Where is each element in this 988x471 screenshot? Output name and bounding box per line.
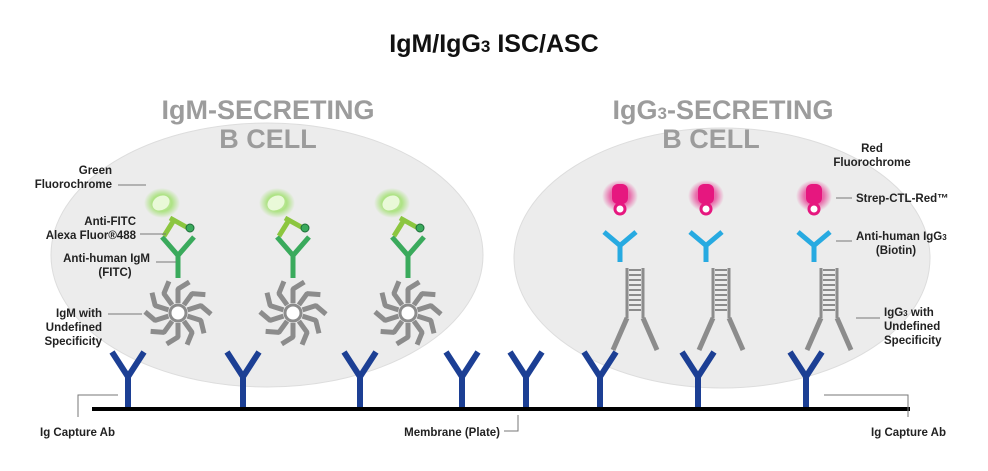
streptavidin [807,202,821,216]
leader-lines [77,184,909,432]
right-cell-heading-line2: B CELL [662,124,760,154]
capture-antibodies [109,350,825,407]
left-cell-heading-line1: IgM-SECRETING [162,95,375,125]
right-cell-heading-line1: IgG3-SECRETING [613,95,834,125]
anti-human-igg3-biotin [602,230,638,262]
igg3-antibody [696,316,746,352]
igm-complexes [143,188,443,347]
igm-pentamer [373,279,443,347]
label-anti-human-igg3: Anti-human IgG3(Biotin) [856,231,947,257]
capture-antibody [679,350,717,407]
fitc-bead [300,223,310,233]
capture-antibody [581,350,619,407]
capture-antibody [443,350,481,407]
anti-human-igm-fitc [160,235,196,278]
streptavidin [699,202,713,216]
title-subscript: 3 [481,37,490,56]
igm-pentamer [258,279,328,347]
green-fluorochrome [267,195,285,211]
capture-antibody [109,350,147,407]
right-heading-subscript: 3 [658,104,667,123]
red-fluorochrome [698,184,714,204]
igg3-detection-complex [796,180,854,352]
igm-detection-complex [143,188,213,347]
capture-antibody [224,350,262,407]
fitc-bead [415,223,425,233]
igm-pentamer [143,279,213,347]
fitc-bead [185,223,195,233]
anti-human-igm-fitc [390,235,426,278]
anti-human-igg3-biotin [796,230,832,262]
left-cell-heading-line2: B CELL [219,124,317,154]
igg3-detection-complex [602,180,660,352]
label-ig-capture-left: Ig Capture Ab [40,427,115,439]
label-anti-human-igm: Anti-human IgM(FITC) [63,253,150,279]
igg3-detection-complex [688,180,746,352]
capture-antibody [787,350,825,407]
label-strep-ctl-red: Strep-CTL-Red™ [856,193,949,205]
label-ig-capture-right: Ig Capture Ab [871,427,946,439]
igg3-antibody [610,316,660,352]
diagram-title: IgM/IgG3 ISC/ASC [389,30,598,58]
capture-antibody [341,350,379,407]
green-fluorochrome [382,195,400,211]
igg3-complexes [602,180,854,352]
anti-fitc-antibody [161,215,190,238]
anti-human-igg3-biotin [688,230,724,262]
anti-fitc-antibody [391,215,420,238]
anti-human-igm-fitc [275,235,311,278]
igm-detection-complex [258,188,328,347]
streptavidin [613,202,627,216]
label-membrane: Membrane (Plate) [404,427,500,439]
green-fluorochrome [152,195,170,211]
anti-fitc-antibody [276,215,305,238]
capture-antibody [507,350,545,407]
red-fluorochrome [612,184,628,204]
red-fluorochrome [806,184,822,204]
membrane-plate [92,407,910,411]
igm-detection-complex [373,188,443,347]
igg3-antibody [804,316,854,352]
